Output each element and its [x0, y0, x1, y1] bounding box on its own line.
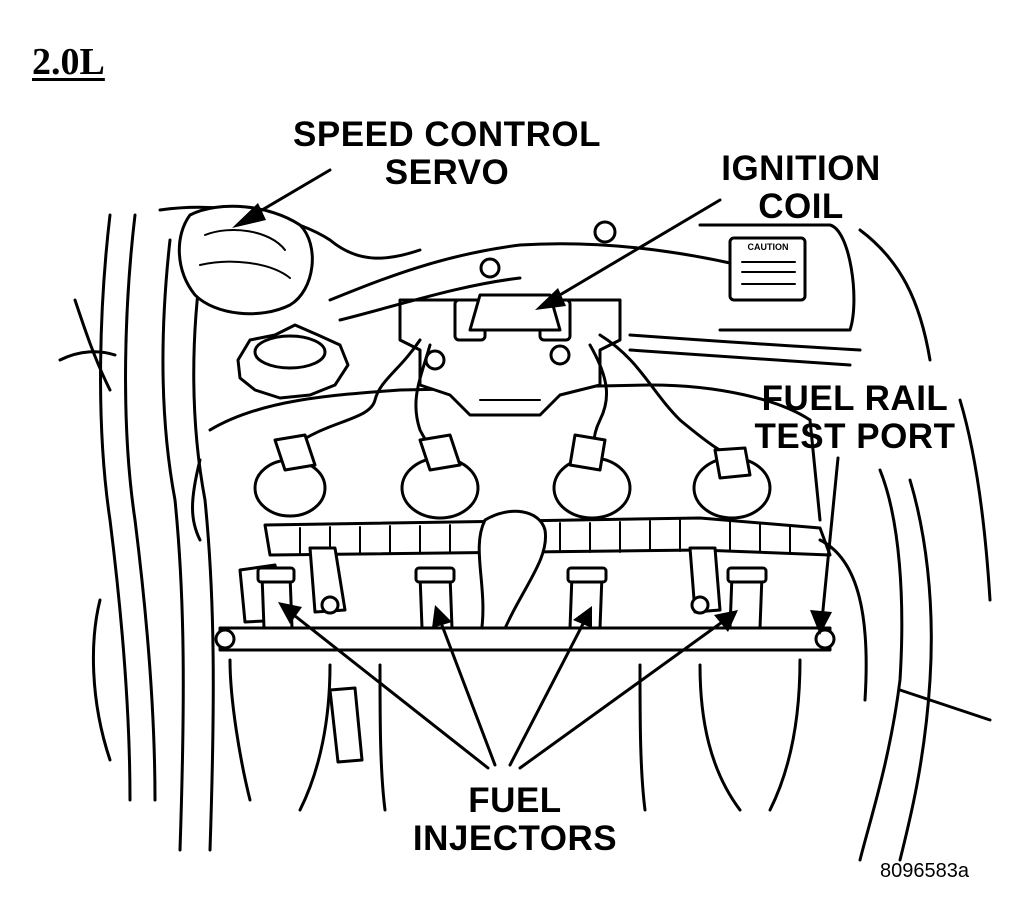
- speed-control-servo-label: SPEED CONTROL SERVO: [293, 115, 601, 192]
- fuel-rail: [214, 546, 836, 652]
- leader-arrows: [232, 168, 840, 770]
- ignition-coil-pack: [398, 220, 622, 417]
- engine-size-label: 2.0L: [32, 41, 105, 83]
- fuel-rail-test-port-label: FUEL RAIL TEST PORT: [754, 379, 956, 456]
- cylinder-head: [191, 383, 822, 542]
- wiring-harness: [263, 509, 868, 702]
- intake-manifold: [228, 658, 802, 812]
- figure-id: 8096583a: [880, 860, 969, 882]
- oil-filler-cap: [236, 323, 350, 400]
- spark-plug-boots: [253, 433, 772, 520]
- right-hoses: [858, 228, 992, 862]
- coolant-tag-text: CAUTION: [748, 242, 789, 252]
- fuel-injectors: [256, 566, 768, 630]
- fuel-injectors-label: FUEL INJECTORS: [412, 781, 618, 858]
- coolant-reservoir: CAUTION: [698, 223, 856, 332]
- ignition-coil-label: IGNITION COIL: [721, 149, 881, 226]
- speed-control-servo: [177, 204, 314, 316]
